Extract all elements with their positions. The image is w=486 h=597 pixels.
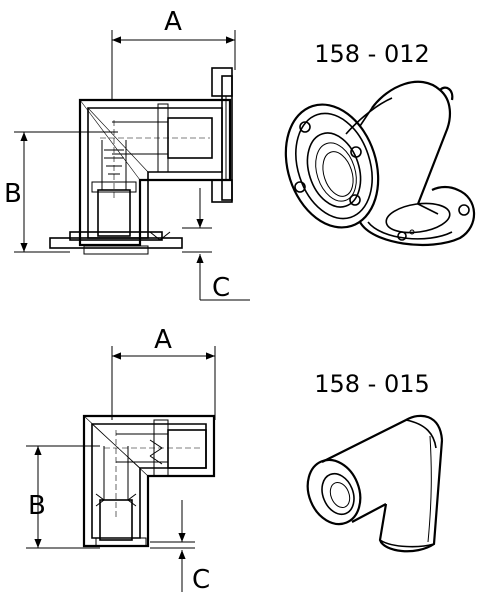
isometric-view-158-012 (284, 80, 476, 247)
section-view-158-012: A B C (4, 7, 250, 303)
part-number-158-015: 158 - 015 (314, 370, 430, 398)
dimension-c-label: C (212, 273, 230, 303)
section-view-158-015: A B C (26, 325, 216, 595)
dimension-c-label-2: C (192, 565, 210, 595)
isometric-view-158-015 (306, 414, 444, 553)
dimension-a-label-2: A (154, 325, 172, 355)
dimension-b-label: B (4, 179, 22, 209)
dimension-b-label-2: B (28, 491, 46, 521)
part-number-158-012: 158 - 012 (314, 40, 430, 68)
dimension-a-label: A (164, 7, 182, 37)
